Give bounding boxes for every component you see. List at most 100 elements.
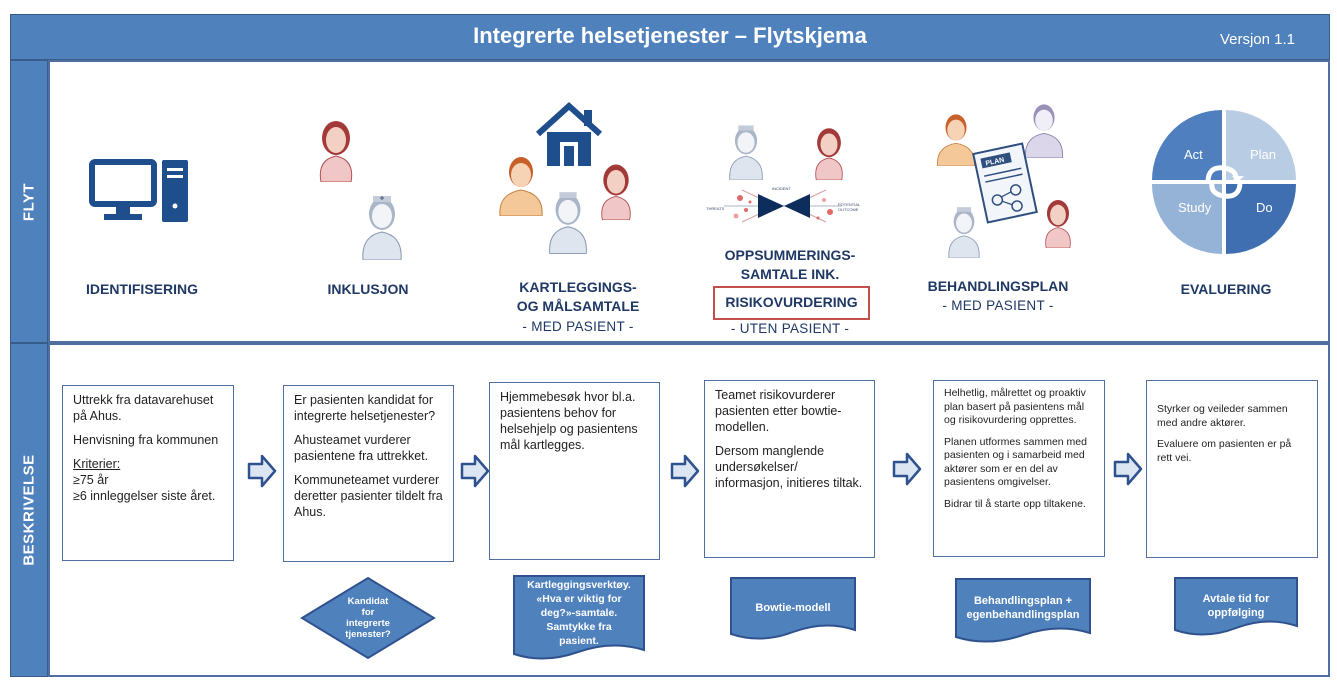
description-lane — [48, 343, 1330, 677]
lane-label-description: BESKRIVELSE — [10, 343, 48, 677]
desc-2-p3: Kommuneteamet vurderer deretter pasiente… — [294, 473, 443, 519]
bowtie-model-text: Bowtie-modell — [755, 602, 831, 614]
decision-line2: for — [361, 607, 375, 618]
step-label-identifisering: IDENTIFISERING — [62, 280, 222, 299]
desc-1-p2: Henvisning fra kommunen — [73, 433, 219, 447]
followup-line2: oppfølging — [1207, 607, 1265, 619]
tool-line2: «Hva er viktig for — [536, 593, 622, 605]
doctor-icon — [1025, 104, 1063, 158]
bowtie-potential-text: POTENTIAL — [838, 202, 861, 207]
desc-2-p2: Ahusteamet vurderer pasientene fra uttre… — [294, 433, 429, 463]
step-5-title: BEHANDLINGSPLAN — [927, 278, 1069, 294]
description-box-2: Er pasienten kandidat for integrerte hel… — [283, 385, 454, 562]
description-box-4: Teamet risikovurderer pasienten etter bo… — [704, 380, 875, 558]
desc-5-p3: Bidrar til å starte opp tiltakene. — [944, 497, 1086, 510]
tool-line3: deg?»-samtale. — [540, 607, 618, 619]
step-2-title: INKLUSJON — [327, 281, 409, 297]
decision-line4: tjenester? — [345, 629, 391, 640]
desc-6-p2: Evaluere om pasienten er på rett vei. — [1157, 438, 1292, 464]
desc-5-p1: Helhetlig, målrettet og proaktiv plan ba… — [944, 387, 1086, 426]
nurse-icon — [362, 196, 402, 260]
step-4-sub: - UTEN PASIENT - — [730, 321, 850, 336]
desc-6-p1: Styrker og veileder sammen med andre akt… — [1157, 403, 1288, 429]
bowtie-outcome-text: OUTCOME — [838, 207, 859, 212]
step-6-title: EVALUERING — [1180, 281, 1272, 297]
bowtie-model-document-shape — [730, 577, 856, 640]
followup-text: Avtale tid for oppfølging — [1173, 592, 1299, 620]
flow-lane — [48, 60, 1330, 343]
tool-line1: Kartleggingsverktøy. — [527, 579, 631, 591]
description-box-3: Hjemmebesøk hvor bl.a. pasientens behov … — [489, 382, 660, 560]
tool-line4: Samtykke fra — [546, 621, 612, 633]
step-4-title-line2: SAMTALE INK. — [740, 266, 840, 282]
version-label: Versjon 1.1 — [1219, 31, 1295, 48]
description-box-6: Styrker og veileder sammen med andre akt… — [1146, 380, 1318, 558]
desc-2-p1: Er pasienten kandidat for integrerte hel… — [294, 393, 436, 423]
step-label-kartlegging: KARTLEGGINGS- OG MÅLSAMTALE — [478, 278, 678, 316]
followup-line1: Avtale tid for — [1202, 593, 1270, 605]
header-bar: Integrerte helsetjenester – Flytskjema V… — [10, 14, 1330, 60]
description-box-5: Helhetlig, målrettet og proaktiv plan ba… — [933, 380, 1105, 557]
nurse-icon-2 — [549, 192, 587, 254]
pdsa-study-text: Study — [1178, 200, 1212, 215]
female-person-icon — [319, 121, 353, 182]
desc-1-criteria-2: ≥6 innleggelser siste året. — [73, 489, 216, 503]
bowtie-incident-text: INCIDENT — [772, 186, 791, 191]
tool-line5: pasient. — [559, 635, 599, 647]
desc-1-criteria-title: Kriterier: — [73, 457, 121, 471]
plan-output-text: Behandlingsplan + egenbehandlingsplan — [954, 594, 1092, 622]
step-5-sub: - MED PASIENT - — [942, 298, 1054, 313]
pdsa-do-text: Do — [1256, 200, 1273, 215]
step-1-title: IDENTIFISERING — [85, 281, 198, 297]
arrow-right-icon-5 — [1113, 452, 1143, 486]
nurse-icon-3 — [729, 125, 763, 180]
step-label-behandlingsplan: BEHANDLINGSPLAN — [898, 277, 1098, 296]
step-label-evaluering: EVALUERING — [1146, 280, 1306, 299]
step-3-sub: - MED PASIENT - — [522, 319, 634, 334]
nurse-icon-4 — [948, 207, 980, 258]
computer-icon — [89, 159, 188, 222]
desc-1-p1: Uttrekk fra datavarehuset på Ahus. — [73, 393, 214, 423]
lane-label-flow: FLYT — [10, 60, 48, 343]
bowtie-threats-text: THREATS — [706, 206, 725, 211]
arrow-right-icon-1 — [247, 454, 277, 488]
step-label-oppsummering: OPPSUMMERINGS- SAMTALE INK. — [690, 246, 890, 284]
decision-diamond — [300, 576, 436, 660]
female-person-icon-2 — [601, 164, 631, 220]
pdsa-cycle-icon: Act Plan Study Do — [1152, 110, 1296, 254]
plan-document-icon: PLAN — [972, 142, 1038, 224]
desc-4-p2: Dersom manglende undersøkelser/ informas… — [715, 444, 863, 490]
desc-3-p1: Hjemmebesøk hvor bl.a. pasientens behov … — [500, 390, 638, 452]
desc-1-criteria-1: ≥75 år — [73, 473, 109, 487]
pdsa-act-text: Act — [1184, 147, 1203, 162]
tool-text: Kartleggingsverktøy. «Hva er viktig for … — [514, 578, 644, 648]
bowtie-icon: THREATS INCIDENT POTENTIAL OUTCOME — [706, 186, 861, 223]
step-3-title-line2: OG MÅLSAMTALE — [516, 298, 640, 314]
plan-document-shape — [955, 578, 1091, 643]
decision-line3: integrerte — [346, 618, 390, 629]
male-person-icon — [499, 157, 543, 216]
step-3-title-line1: KARTLEGGINGS- — [519, 279, 637, 295]
tool-document-shape — [513, 575, 645, 660]
risk-assessment-box: RISIKOVURDERING — [713, 286, 870, 320]
decision-line1: Kandidat — [347, 596, 389, 607]
step-4-title-line1: OPPSUMMERINGS- — [724, 247, 856, 263]
plan-output-line1: Behandlingsplan + — [973, 595, 1073, 607]
desc-5-p2: Planen utformes sammen med pasienten og … — [944, 435, 1087, 489]
plan-output-line2: egenbehandlingsplan — [966, 609, 1080, 621]
female-person-icon-3 — [815, 128, 843, 180]
lane-label-flow-text: FLYT — [20, 182, 38, 221]
step-label-inklusjon: INKLUSJON — [288, 280, 448, 299]
page-title: Integrerte helsetjenester – Flytskjema — [473, 23, 867, 48]
lane-label-description-text: BESKRIVELSE — [20, 454, 38, 566]
description-box-1: Uttrekk fra datavarehuset på Ahus. Henvi… — [62, 385, 234, 561]
plan-doc-text: PLAN — [985, 157, 1005, 168]
arrow-right-icon-3 — [670, 454, 700, 488]
decision-text: Kandidat for integrerte tjenester? — [320, 596, 416, 640]
followup-document-shape — [1174, 577, 1298, 636]
male-person-icon-2 — [937, 114, 975, 166]
pdsa-plan-text: Plan — [1250, 147, 1276, 162]
arrow-right-icon-4 — [892, 452, 922, 486]
desc-4-p1: Teamet risikovurderer pasienten etter bo… — [715, 388, 842, 434]
arrow-right-icon-2 — [460, 454, 490, 488]
